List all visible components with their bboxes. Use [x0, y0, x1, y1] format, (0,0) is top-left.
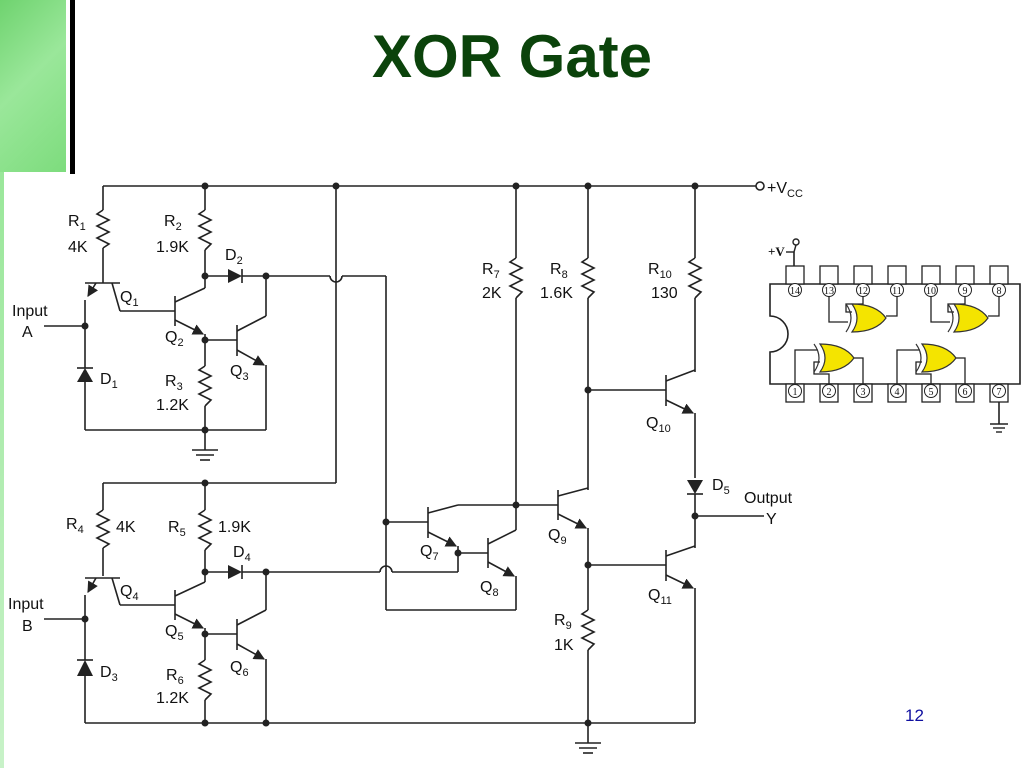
q2-label: Q2	[165, 329, 184, 349]
pin-12: 12	[858, 286, 868, 297]
q3-label: Q3	[230, 363, 249, 383]
r10-value: 130	[651, 285, 678, 302]
d3-label: D3	[100, 664, 118, 684]
xor-gate-symbols	[813, 303, 989, 373]
vcc-label: +VCC	[767, 180, 803, 200]
q4-label: Q4	[120, 583, 139, 603]
pin-5: 5	[929, 387, 934, 398]
middle-stage	[382, 186, 524, 611]
r1-value: 4K	[68, 239, 88, 256]
pin-13: 13	[824, 286, 834, 297]
r8-value: 1.6K	[540, 285, 573, 302]
pin-6: 6	[963, 387, 968, 398]
schematic-labels: Input A Input B Output Y R1 4K R2 1.9K R…	[8, 213, 793, 707]
r3-value: 1.2K	[156, 397, 189, 414]
input-stage-b	[44, 483, 695, 754]
xor-gate-icon	[952, 303, 989, 333]
r8-label: R8	[550, 261, 568, 281]
input-stage-a	[44, 186, 387, 610]
input-a-label-line2: A	[22, 324, 33, 341]
pin-11: 11	[892, 286, 902, 297]
input-b-label-line1: Input	[8, 596, 44, 613]
pin-10: 10	[926, 286, 936, 297]
q10-label: Q10	[646, 415, 671, 435]
r9-value: 1K	[554, 637, 574, 654]
d4-label: D4	[233, 544, 251, 564]
pin-3: 3	[861, 387, 866, 398]
pin-8: 8	[997, 286, 1002, 297]
r9-label: R9	[554, 612, 572, 632]
pin-4: 4	[895, 387, 900, 398]
r4-label: R4	[66, 516, 84, 536]
q6-label: Q6	[230, 659, 249, 679]
chip-supply-label: +V	[768, 244, 785, 259]
pin-1: 1	[793, 387, 798, 398]
q8-label: Q8	[480, 579, 499, 599]
r5-label: R5	[168, 519, 186, 539]
xor-gate-icon	[818, 343, 855, 373]
r10-label: R10	[648, 261, 672, 281]
input-a-label-line1: Input	[12, 303, 48, 320]
r7-label: R7	[482, 261, 500, 281]
r6-label: R6	[166, 667, 184, 687]
r7-value: 2K	[482, 285, 502, 302]
q9-label: Q9	[548, 527, 567, 547]
pin-14: 14	[790, 286, 800, 297]
q11-label: Q11	[648, 587, 672, 607]
decorative-green-block	[0, 0, 66, 172]
r4-value: 4K	[116, 519, 136, 536]
xor-gate-icon	[920, 343, 957, 373]
q7-label: Q7	[420, 543, 439, 563]
stage-b-supply	[103, 186, 337, 487]
output-label-line2: Y	[766, 511, 777, 528]
q1-label: Q1	[120, 289, 139, 309]
r2-label: R2	[164, 213, 182, 233]
output-stage	[516, 186, 764, 723]
output-label-line1: Output	[744, 490, 793, 507]
pin-7: 7	[997, 387, 1002, 398]
decorative-black-bar	[70, 0, 75, 174]
chip-top-pins	[785, 265, 1009, 285]
input-b-label-line2: B	[22, 618, 33, 635]
d2-label: D2	[225, 247, 243, 267]
d1-label: D1	[100, 371, 118, 391]
r1-label: R1	[68, 213, 86, 233]
r6-value: 1.2K	[156, 690, 189, 707]
pin-9: 9	[963, 286, 968, 297]
slide-title: XOR Gate	[371, 23, 653, 90]
q5-label: Q5	[165, 623, 184, 643]
r5-value: 1.9K	[218, 519, 251, 536]
xor-gate-icon	[850, 303, 887, 333]
r2-value: 1.9K	[156, 239, 189, 256]
decorative-green-strip	[0, 172, 4, 768]
r3-label: R3	[165, 373, 183, 393]
page-number: 12	[905, 706, 924, 725]
vcc-rail	[103, 181, 765, 191]
d5-label: D5	[712, 477, 730, 497]
pin-2: 2	[827, 387, 832, 398]
chip-pinout: +V	[768, 238, 1021, 433]
